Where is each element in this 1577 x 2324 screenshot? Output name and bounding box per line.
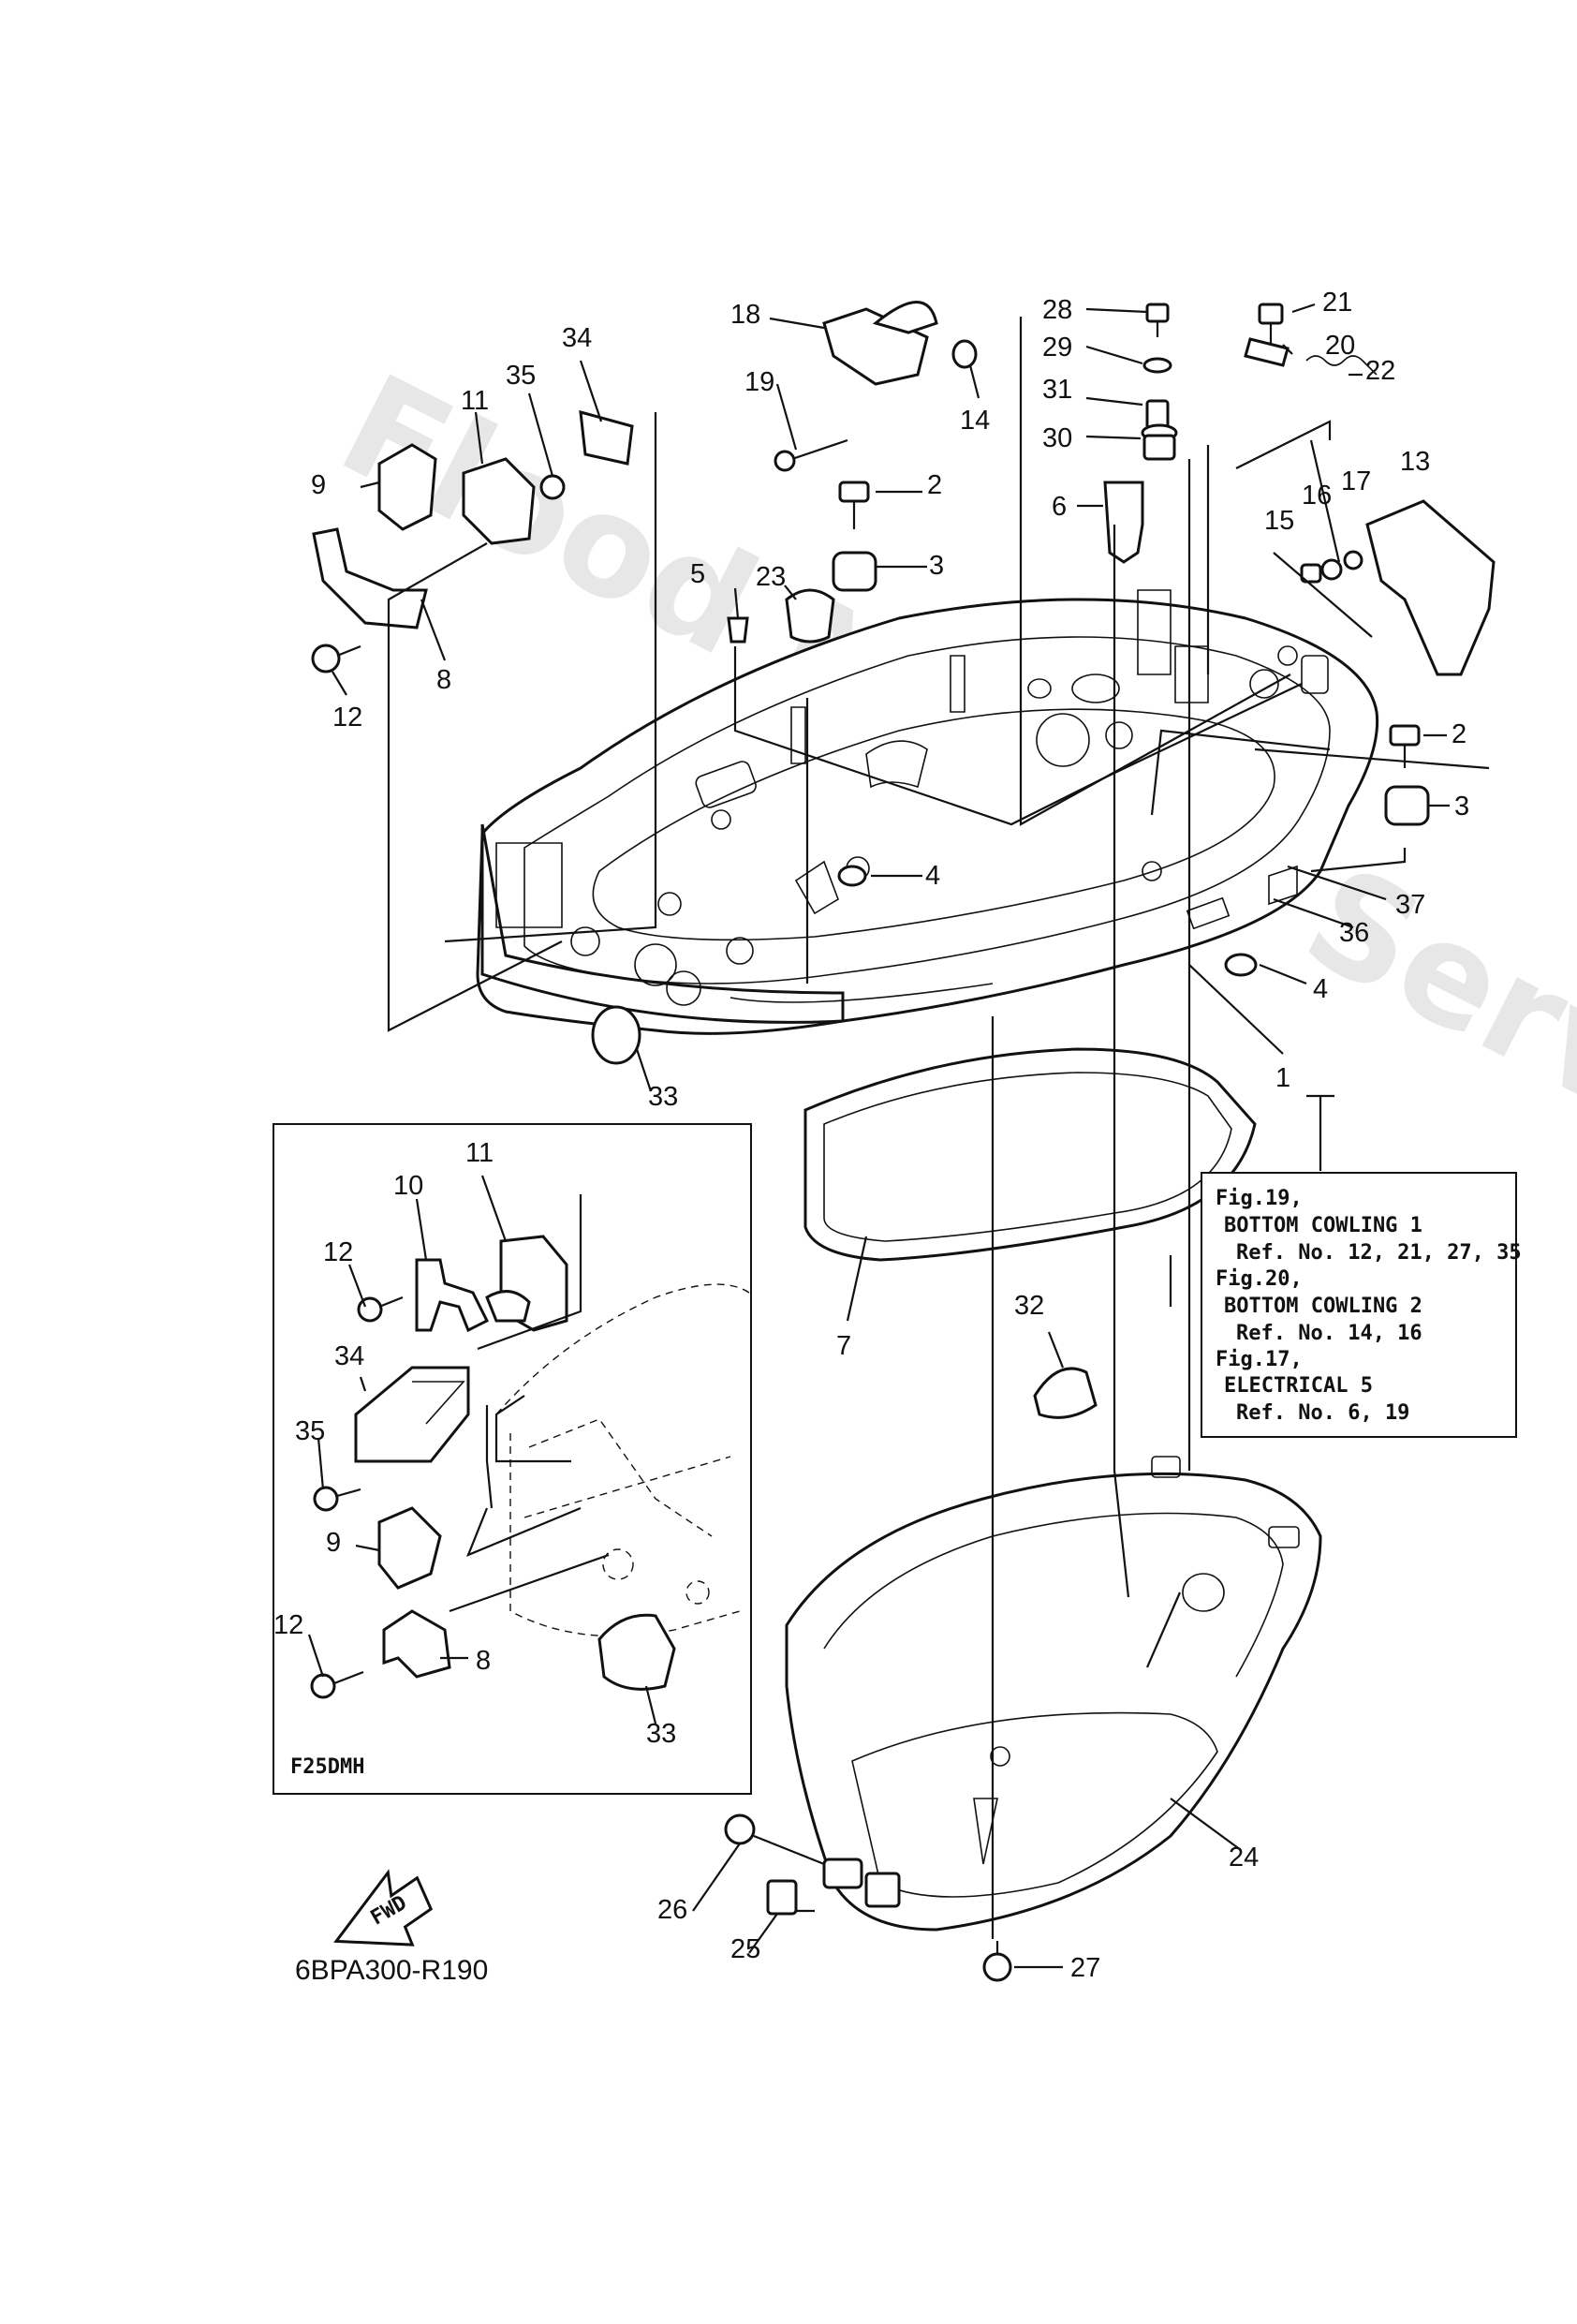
lower-cowling-part-24 bbox=[785, 1456, 1322, 1932]
ref-line-6: Ref. No. 14, 16 bbox=[1236, 1322, 1422, 1345]
ref-line-7: Fig.17, bbox=[1216, 1348, 1303, 1371]
callout-labels: 1 2 2 3 3 4 4 5 6 7 8 8 9 9 10 11 11 12 … bbox=[273, 288, 1469, 1983]
callout-2: 2 bbox=[1452, 719, 1466, 749]
callout-8: 8 bbox=[436, 665, 451, 695]
callout-34: 34 bbox=[562, 323, 592, 353]
ref-line-3: Ref. No. 12, 21, 27, 35 bbox=[1236, 1241, 1522, 1265]
callout-23: 23 bbox=[756, 562, 786, 592]
callout-24: 24 bbox=[1229, 1843, 1259, 1873]
ref-line-8: ELECTRICAL 5 bbox=[1224, 1374, 1373, 1398]
callout-22: 22 bbox=[1365, 356, 1395, 386]
fwd-arrow-icon: FWD bbox=[333, 1869, 434, 1947]
callout-9: 9 bbox=[311, 470, 326, 500]
callout-28: 28 bbox=[1042, 295, 1072, 325]
callout-29: 29 bbox=[1042, 333, 1072, 363]
callout-3: 3 bbox=[929, 551, 944, 581]
callout-35: 35 bbox=[295, 1416, 325, 1446]
ref-line-5: BOTTOM COWLING 2 bbox=[1224, 1295, 1422, 1318]
inset-model-label: F25DMH bbox=[290, 1755, 364, 1779]
callout-30: 30 bbox=[1042, 423, 1072, 453]
callout-5: 5 bbox=[690, 559, 705, 589]
small-parts bbox=[311, 301, 1496, 1982]
callout-1: 1 bbox=[1275, 1063, 1290, 1093]
callout-19: 19 bbox=[744, 367, 774, 397]
ref-line-4: Fig.20, bbox=[1216, 1267, 1303, 1291]
drawing-code: 6BPA300-R190 bbox=[295, 1955, 488, 1986]
callout-11: 11 bbox=[461, 386, 489, 416]
callout-11: 11 bbox=[465, 1138, 494, 1168]
ref-line-1: Fig.19, bbox=[1216, 1187, 1303, 1210]
callout-3: 3 bbox=[1454, 792, 1469, 822]
callout-16: 16 bbox=[1302, 481, 1332, 511]
bottom-cowling-illustration bbox=[476, 589, 1379, 1035]
callout-12: 12 bbox=[273, 1610, 303, 1640]
callout-12: 12 bbox=[332, 703, 362, 733]
callout-4: 4 bbox=[1313, 974, 1328, 1004]
callout-21: 21 bbox=[1322, 288, 1352, 318]
callout-31: 31 bbox=[1042, 375, 1072, 405]
callout-17: 17 bbox=[1341, 466, 1371, 496]
inset-f25dmh: F25DMH bbox=[273, 1123, 752, 1795]
callout-6: 6 bbox=[1052, 492, 1067, 522]
callout-18: 18 bbox=[730, 300, 760, 330]
callout-37: 37 bbox=[1395, 890, 1425, 920]
callout-33: 33 bbox=[648, 1082, 678, 1112]
callout-35: 35 bbox=[506, 361, 536, 391]
callout-32: 32 bbox=[1014, 1291, 1044, 1321]
callout-9: 9 bbox=[326, 1528, 341, 1558]
leader-lines bbox=[332, 303, 1490, 1969]
callout-25: 25 bbox=[730, 1934, 760, 1964]
ref-line-9: Ref. No. 6, 19 bbox=[1236, 1401, 1409, 1425]
callout-14: 14 bbox=[960, 406, 990, 436]
callout-2: 2 bbox=[927, 470, 942, 500]
callout-12: 12 bbox=[323, 1237, 353, 1267]
callout-4: 4 bbox=[925, 861, 940, 891]
callout-26: 26 bbox=[657, 1895, 687, 1925]
callout-13: 13 bbox=[1400, 447, 1430, 477]
callout-7: 7 bbox=[836, 1331, 851, 1361]
callout-10: 10 bbox=[393, 1171, 423, 1201]
callout-33: 33 bbox=[646, 1719, 676, 1749]
callout-20: 20 bbox=[1325, 331, 1355, 361]
callout-34: 34 bbox=[334, 1341, 364, 1371]
callout-15: 15 bbox=[1264, 506, 1294, 536]
reference-box: Fig.19, BOTTOM COWLING 1 Ref. No. 12, 21… bbox=[1201, 1172, 1522, 1438]
callout-36: 36 bbox=[1339, 918, 1369, 948]
seal-part-7 bbox=[803, 1047, 1257, 1262]
callout-8: 8 bbox=[476, 1646, 491, 1676]
ref-line-2: BOTTOM COWLING 1 bbox=[1224, 1214, 1422, 1237]
callout-27: 27 bbox=[1070, 1953, 1100, 1983]
